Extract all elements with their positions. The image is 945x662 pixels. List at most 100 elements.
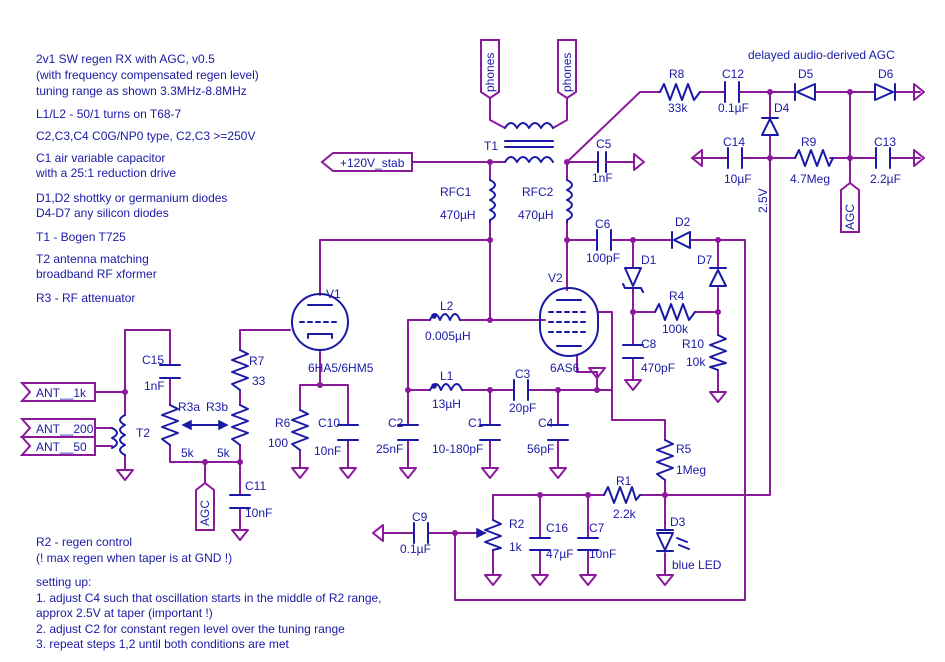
c7-ref: C7 [589,521,605,535]
ant-50-port: ANT__50 [19,436,96,456]
setup-note-line: 3. repeat steps 1,2 until both condition… [36,637,289,651]
d6-ref: D6 [878,67,894,81]
potentiometer-r2: R2 1k [476,517,525,554]
capacitor-c2: C2 25nF [376,416,419,456]
resistor-r5: R5 1Meg [656,439,706,481]
rfc1-ref: RFC1 [440,185,472,199]
note-line: R3 - RF attenuator [36,291,136,305]
diode-d2: D2 [671,215,691,249]
capacitor-c4: C4 56pF [527,416,569,456]
capacitor-c5: C5 1nF [592,137,635,185]
capacitor-c10: C10 10nF [314,416,359,458]
c8-ref: C8 [641,337,657,351]
r2-ref: R2 [509,517,525,531]
r3a-ref: R3a [178,400,200,414]
wires [94,91,921,601]
c7-value: 10nF [589,547,616,561]
l2-value: 0.005µH [425,329,471,343]
c12-ref: C12 [722,67,744,81]
r3a-value: 5k [181,446,195,460]
potentiometer-r3a: R3a 5k [161,400,200,460]
phones-2-label: phones [560,53,574,92]
setup-note-line: R2 - regen control [36,535,133,549]
agc-port-left: AGC [195,481,215,531]
rfc2-value: 470µH [518,208,554,222]
inductor-l1: L1 13µH [429,369,463,411]
inductor-l2: L2 0.005µH [425,299,471,343]
d3-value: blue LED [672,558,722,572]
diode-d5: D5 [794,67,816,101]
r9-ref: R9 [801,135,817,149]
c1-value: 10-180pF [432,442,483,456]
c15-value: 1nF [144,379,165,393]
c2-ref: C2 [388,416,404,430]
r8-value: 33k [668,101,688,115]
c4-ref: C4 [538,416,554,430]
tube-v1: V1 6HA5/6HM5 [291,287,374,375]
ant-200-port: ANT__200 [19,418,96,438]
resistor-r4: R4 100k [654,289,696,336]
t1-ref: T1 [484,139,498,153]
diode-d1: D1 [622,253,657,293]
transformer-t2: T2 [111,414,150,456]
setup-note-line: 1. adjust C4 such that oscillation start… [36,591,382,605]
v1-ref: V1 [326,287,341,301]
ant-1k-port: ANT__1k [19,382,96,402]
c11-value: 10nF [245,506,272,520]
c16-ref: C16 [546,521,568,535]
d2-ref: D2 [675,215,691,229]
setup-note-line: (! max regen when taper is at GND !) [36,551,233,565]
r3b-value: 5k [217,446,231,460]
capacitor-c12: C12 0.1µF [718,67,749,115]
potentiometer-r3b: R3b 5k [206,400,249,460]
r10-ref: R10 [682,337,704,351]
capacitor-c15: C15 1nF [142,353,181,393]
note-line: L1/L2 - 50/1 turns on T68-7 [36,107,182,121]
agc-port-right: AGC [840,181,860,233]
c13-ref: C13 [874,135,896,149]
l1-value: 13µH [432,397,461,411]
r4-value: 100k [662,322,689,336]
v1-value: 6HA5/6HM5 [308,361,374,375]
capacitor-c6: C6 100pF [586,217,620,265]
d1-ref: D1 [641,253,657,267]
l2-ref: L2 [440,299,454,313]
choke-rfc1: RFC1 470µH [440,179,496,223]
capacitor-c7: C7 10nF [577,521,616,561]
t2-ref: T2 [136,426,150,440]
phones-1-label: phones [483,53,497,92]
agc-title: delayed audio-derived AGC [748,48,895,62]
ant-1k-label: ANT__1k [36,386,87,400]
c2-value: 25nF [376,442,403,456]
r1-ref: R1 [616,474,632,488]
c1-ref: C1 [468,416,484,430]
resistor-r1: R1 2.2k [603,474,641,521]
r1-value: 2.2k [613,507,637,521]
choke-rfc2: RFC2 470µH [518,179,573,223]
note-line: broadband RF xformer [36,267,157,281]
l1-ref: L1 [440,369,454,383]
c8-value: 470pF [641,361,675,375]
note-line: with a 25:1 reduction drive [36,166,177,180]
note-line: 2v1 SW regen RX with AGC, v0.5 [36,52,215,66]
c4-value: 56pF [527,442,554,456]
v2-ref: V2 [548,271,563,285]
r6-ref: R6 [275,416,291,430]
resistor-r10: R10 10k [682,334,727,371]
d3-ref: D3 [670,515,686,529]
c15-ref: C15 [142,353,164,367]
ant-50-label: ANT__50 [36,440,87,454]
agc-left-label: AGC [198,500,212,526]
note-line: C2,C3,C4 C0G/NP0 type, C2,C3 >=250V [36,129,256,143]
capacitor-c8: C8 470pF [622,337,675,375]
d5-ref: D5 [798,67,814,81]
note-line: D4-D7 any silicon diodes [36,206,169,220]
r10-value: 10k [686,355,706,369]
capacitor-c1: C1 10-180pF [432,416,501,456]
r9-value: 4.7Meg [790,172,830,186]
note-line: T1 - Bogen T725 [36,230,126,244]
diode-d4: D4 [761,101,790,136]
note-line: T2 antenna matching [36,252,149,266]
r5-ref: R5 [676,442,692,456]
c14-value: 10µF [724,172,752,186]
